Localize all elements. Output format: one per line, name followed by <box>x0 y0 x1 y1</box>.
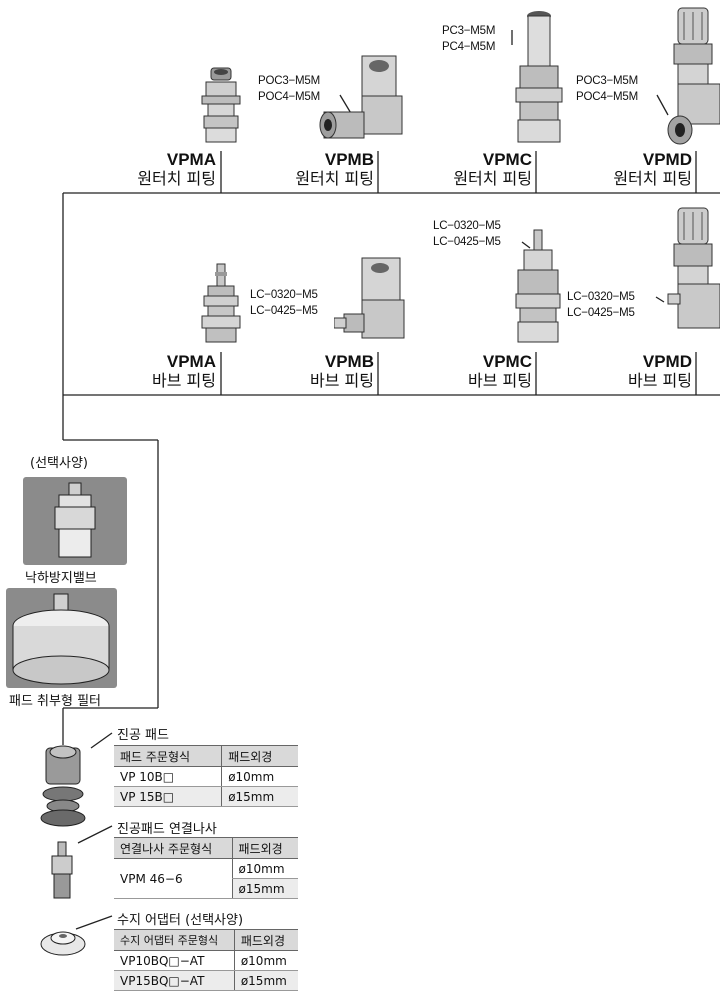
fitting-type: 바브 피팅 <box>584 372 692 390</box>
part-number: PC3−M5M <box>442 23 495 39</box>
column-header: 패드외경 <box>234 930 298 951</box>
fitting-type: 원터치 피팅 <box>108 170 216 188</box>
drop-valve-label: 낙하방지밸브 <box>25 567 97 586</box>
resin-adapter-icon <box>38 916 88 960</box>
order-code: VP 10B□ <box>114 767 222 787</box>
table-row: VP15BQ□−AT ø15mm <box>114 971 298 991</box>
table-row: VP 10B□ ø10mm <box>114 767 298 787</box>
table-row: VP10BQ□−AT ø10mm <box>114 951 298 971</box>
part-number: PC4−M5M <box>442 39 495 55</box>
pad-filter-image <box>6 588 117 688</box>
model-name: VPMC <box>424 150 532 170</box>
vpmd-barb-part-numbers: LC−0320−M5 LC−0425−M5 <box>567 289 635 321</box>
part-number: LC−0425−M5 <box>250 303 318 319</box>
model-name: VPMA <box>108 352 216 372</box>
vacuum-pad-title: 진공 패드 <box>117 724 169 743</box>
resin-adapter-title: 수지 어댑터 (선택사양) <box>117 909 243 928</box>
fitting-type: 원터치 피팅 <box>424 170 532 188</box>
pad-diameter: ø10mm <box>234 951 298 971</box>
part-number: POC4−M5M <box>258 89 320 105</box>
vpmd-one-touch-fitting-icon <box>664 4 720 146</box>
order-code: VP10BQ□−AT <box>114 951 234 971</box>
vpmd-barb-label: VPMD 바브 피팅 <box>584 352 692 390</box>
table-row: VPM 46−6 ø10mm <box>114 859 298 879</box>
column-header: 패드외경 <box>222 746 298 767</box>
vacuum-pad-table: 패드 주문형식 패드외경 VP 10B□ ø10mm VP 15B□ ø15mm <box>114 745 298 807</box>
pad-diameter: ø15mm <box>234 971 298 991</box>
vpmc-one-touch-fitting-icon <box>510 6 566 146</box>
vpmc-one-touch-label: VPMC 원터치 피팅 <box>424 150 532 188</box>
connector-table: 연결나사 주문형식 패드외경 VPM 46−6 ø10mm ø15mm <box>114 837 298 899</box>
vpmb-barb-part-numbers: LC−0320−M5 LC−0425−M5 <box>250 287 318 319</box>
pad-diameter: ø10mm <box>232 859 298 879</box>
vpmd-part-numbers: POC3−M5M POC4−M5M <box>576 73 638 105</box>
vpmc-barb-fitting-icon <box>510 228 566 346</box>
drop-valve-icon <box>23 477 127 565</box>
connector-title: 진공패드 연결나사 <box>117 818 217 837</box>
optional-note: (선택사양) <box>30 452 88 471</box>
vpmd-one-touch-label: VPMD 원터치 피팅 <box>584 150 692 188</box>
column-header: 연결나사 주문형식 <box>114 838 232 859</box>
pad-diameter: ø15mm <box>232 879 298 899</box>
vpmb-one-touch-fitting-icon <box>318 52 408 144</box>
pad-filter-icon <box>6 588 117 688</box>
pad-diameter: ø10mm <box>222 767 298 787</box>
vpmb-one-touch-label: VPMB 원터치 피팅 <box>266 150 374 188</box>
model-name: VPMC <box>424 352 532 372</box>
vacuum-pad-icon <box>38 742 88 832</box>
pad-diameter: ø15mm <box>222 787 298 807</box>
resin-adapter-table: 수지 어댑터 주문형식 패드외경 VP10BQ□−AT ø10mm VP15BQ… <box>114 929 298 991</box>
vpmc-part-numbers: PC3−M5M PC4−M5M <box>442 23 495 55</box>
part-number: LC−0425−M5 <box>433 234 501 250</box>
part-number: POC4−M5M <box>576 89 638 105</box>
vpmb-barb-label: VPMB 바브 피팅 <box>266 352 374 390</box>
model-name: VPMD <box>584 150 692 170</box>
order-code: VPM 46−6 <box>114 859 232 899</box>
fitting-type: 바브 피팅 <box>108 372 216 390</box>
vpma-one-touch-fitting-icon <box>198 66 244 146</box>
table-header-row: 연결나사 주문형식 패드외경 <box>114 838 298 859</box>
part-number: LC−0425−M5 <box>567 305 635 321</box>
vpmb-part-numbers: POC3−M5M POC4−M5M <box>258 73 320 105</box>
table-row: VP 15B□ ø15mm <box>114 787 298 807</box>
table-header-row: 수지 어댑터 주문형식 패드외경 <box>114 930 298 951</box>
part-number: LC−0320−M5 <box>250 287 318 303</box>
part-number: LC−0320−M5 <box>433 218 501 234</box>
column-header: 패드 주문형식 <box>114 746 222 767</box>
part-number: LC−0320−M5 <box>567 289 635 305</box>
fitting-type: 바브 피팅 <box>424 372 532 390</box>
vpma-barb-fitting-icon <box>198 262 244 346</box>
vpmb-barb-fitting-icon <box>334 256 408 344</box>
order-code: VP15BQ□−AT <box>114 971 234 991</box>
column-header: 패드외경 <box>232 838 298 859</box>
fitting-type: 원터치 피팅 <box>584 170 692 188</box>
fitting-type: 원터치 피팅 <box>266 170 374 188</box>
model-name: VPMB <box>266 352 374 372</box>
model-name: VPMD <box>584 352 692 372</box>
vpmd-barb-fitting-icon <box>664 204 720 346</box>
vpma-barb-label: VPMA 바브 피팅 <box>108 352 216 390</box>
order-code: VP 15B□ <box>114 787 222 807</box>
drop-valve-image <box>23 477 127 565</box>
connector-screw-icon <box>46 840 78 902</box>
vpmc-barb-label: VPMC 바브 피팅 <box>424 352 532 390</box>
vpmc-barb-part-numbers: LC−0320−M5 LC−0425−M5 <box>433 218 501 250</box>
column-header: 수지 어댑터 주문형식 <box>114 930 234 951</box>
model-name: VPMB <box>266 150 374 170</box>
part-number: POC3−M5M <box>576 73 638 89</box>
part-number: POC3−M5M <box>258 73 320 89</box>
vpma-one-touch-label: VPMA 원터치 피팅 <box>108 150 216 188</box>
model-name: VPMA <box>108 150 216 170</box>
table-header-row: 패드 주문형식 패드외경 <box>114 746 298 767</box>
pad-filter-label: 패드 취부형 필터 <box>9 690 101 709</box>
fitting-type: 바브 피팅 <box>266 372 374 390</box>
